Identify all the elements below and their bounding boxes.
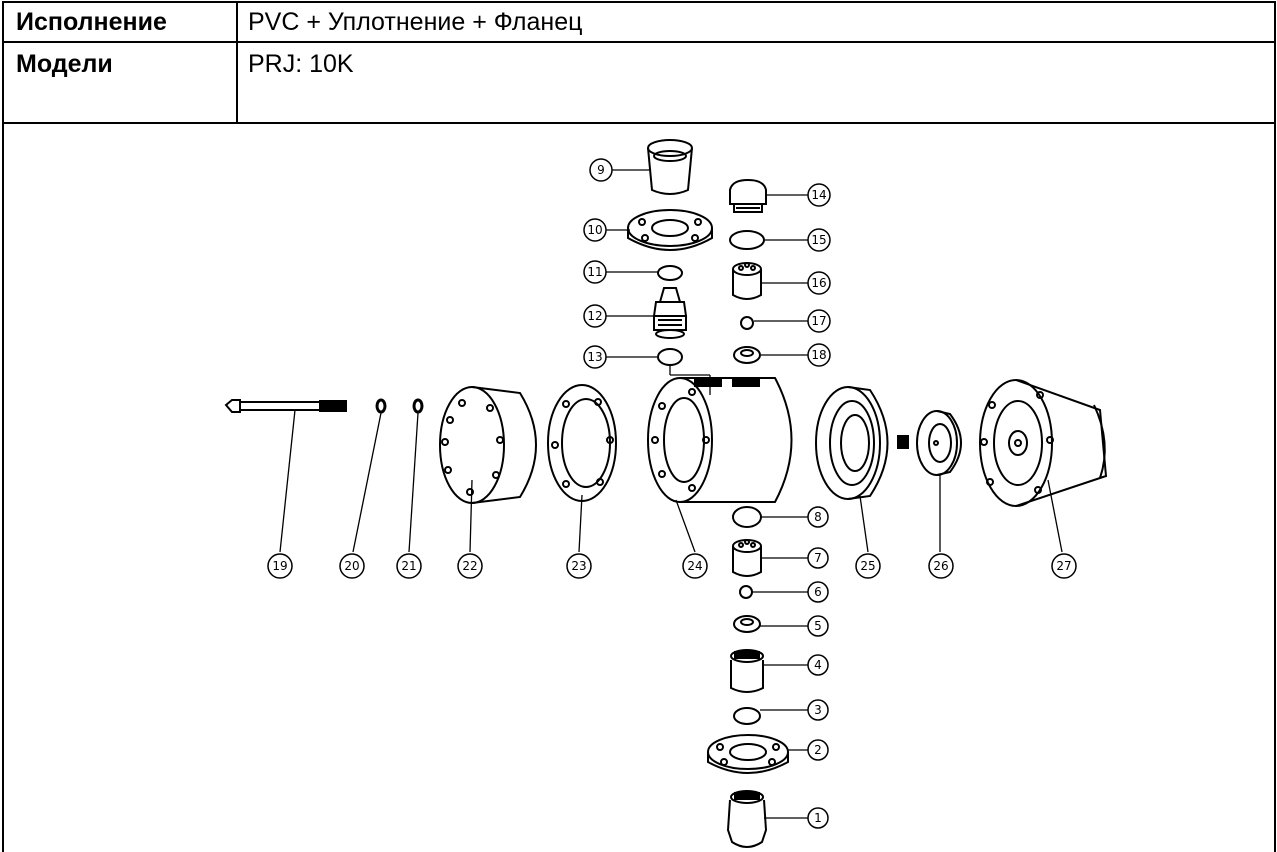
- callout-21: 21: [396, 553, 422, 579]
- callout-24: 24: [682, 553, 708, 579]
- part-10-flange: [627, 209, 713, 251]
- callout-13: 13: [583, 345, 607, 369]
- svg-text:1: 1: [814, 811, 822, 825]
- part-14-plug: [729, 178, 767, 213]
- part-12-nozzle: [652, 287, 688, 339]
- part-7-valve-body: [732, 539, 762, 577]
- table-row-divider-2: [2, 122, 1276, 124]
- part-19-bolt: [224, 399, 347, 413]
- callout-10: 10: [583, 218, 607, 242]
- svg-text:19: 19: [272, 559, 287, 573]
- callout-11: 11: [583, 260, 607, 284]
- part-4-union: [730, 649, 764, 693]
- table-left-border: [2, 1, 4, 852]
- svg-text:12: 12: [587, 309, 602, 323]
- callout-27: 27: [1051, 553, 1077, 579]
- svg-text:10: 10: [587, 223, 602, 237]
- callout-8: 8: [807, 506, 829, 528]
- models-label: Модели: [16, 50, 113, 78]
- part-15-ring: [729, 230, 765, 250]
- svg-text:8: 8: [814, 510, 822, 524]
- table-right-border: [1274, 1, 1276, 852]
- callout-20: 20: [339, 553, 365, 579]
- callout-9: 9: [589, 158, 613, 182]
- callout-18: 18: [807, 343, 831, 367]
- table-column-divider: [236, 1, 238, 123]
- part-24-pump-body: [647, 377, 793, 503]
- callout-5: 5: [807, 615, 829, 637]
- part-20-washer: [375, 398, 387, 414]
- part-6-ball: [739, 585, 753, 599]
- execution-label: Исполнение: [16, 8, 167, 36]
- callout-15: 15: [807, 228, 831, 252]
- part-3-ring: [733, 707, 761, 725]
- svg-text:13: 13: [587, 350, 602, 364]
- callout-7: 7: [807, 547, 829, 569]
- svg-text:14: 14: [811, 188, 826, 202]
- part-1-fitting: [726, 790, 768, 848]
- svg-text:7: 7: [814, 551, 822, 565]
- callout-6: 6: [807, 581, 829, 603]
- leader-lines: [279, 169, 1063, 819]
- part-25-housing: [815, 386, 909, 500]
- part-27-cover: [979, 379, 1108, 507]
- svg-text:18: 18: [811, 348, 826, 362]
- svg-text:6: 6: [814, 585, 822, 599]
- callout-12: 12: [583, 304, 607, 328]
- part-11-o-ring: [657, 265, 683, 281]
- svg-text:24: 24: [687, 559, 702, 573]
- part-21-nut: [412, 398, 424, 414]
- callout-22: 22: [457, 553, 483, 579]
- svg-text:17: 17: [811, 314, 826, 328]
- part-9-cap: [647, 139, 693, 195]
- part-8-ring: [732, 506, 762, 528]
- svg-text:15: 15: [811, 233, 826, 247]
- svg-text:20: 20: [344, 559, 359, 573]
- svg-text:16: 16: [811, 276, 826, 290]
- part-18-seat: [733, 346, 761, 364]
- table-top-border: [2, 1, 1276, 3]
- callout-14: 14: [807, 183, 831, 207]
- svg-text:5: 5: [814, 619, 822, 633]
- svg-text:11: 11: [587, 265, 602, 279]
- callout-19: 19: [267, 553, 293, 579]
- callout-3: 3: [807, 699, 829, 721]
- callout-labels: 9 10 11 12 13 14 15 16 17 18 19 20 21 22…: [267, 158, 1077, 829]
- svg-text:27: 27: [1056, 559, 1071, 573]
- callout-2: 2: [807, 739, 829, 761]
- svg-text:3: 3: [814, 703, 822, 717]
- part-17-ball: [740, 316, 754, 330]
- svg-text:23: 23: [571, 559, 586, 573]
- svg-text:9: 9: [597, 163, 605, 177]
- svg-text:4: 4: [814, 658, 822, 672]
- callout-16: 16: [807, 271, 831, 295]
- part-22-blind-flange: [439, 386, 537, 504]
- callout-23: 23: [566, 553, 592, 579]
- part-26-seal: [916, 410, 962, 476]
- callout-4: 4: [807, 654, 829, 676]
- svg-text:26: 26: [933, 559, 948, 573]
- part-2-flange: [707, 734, 789, 774]
- execution-value: PVC + Уплотнение + Фланец: [248, 8, 583, 36]
- callout-25: 25: [855, 553, 881, 579]
- part-5-seat: [733, 615, 761, 633]
- part-23-gasket: [547, 384, 617, 502]
- table-row-divider: [2, 41, 1276, 43]
- svg-text:25: 25: [860, 559, 875, 573]
- models-value: PRJ: 10K: [248, 50, 354, 78]
- callout-26: 26: [928, 553, 954, 579]
- callout-1: 1: [807, 807, 829, 829]
- svg-text:2: 2: [814, 743, 822, 757]
- callout-17: 17: [807, 309, 831, 333]
- part-13-o-ring: [657, 348, 683, 366]
- svg-text:21: 21: [401, 559, 416, 573]
- svg-text:22: 22: [462, 559, 477, 573]
- part-16-valve-body: [732, 262, 762, 300]
